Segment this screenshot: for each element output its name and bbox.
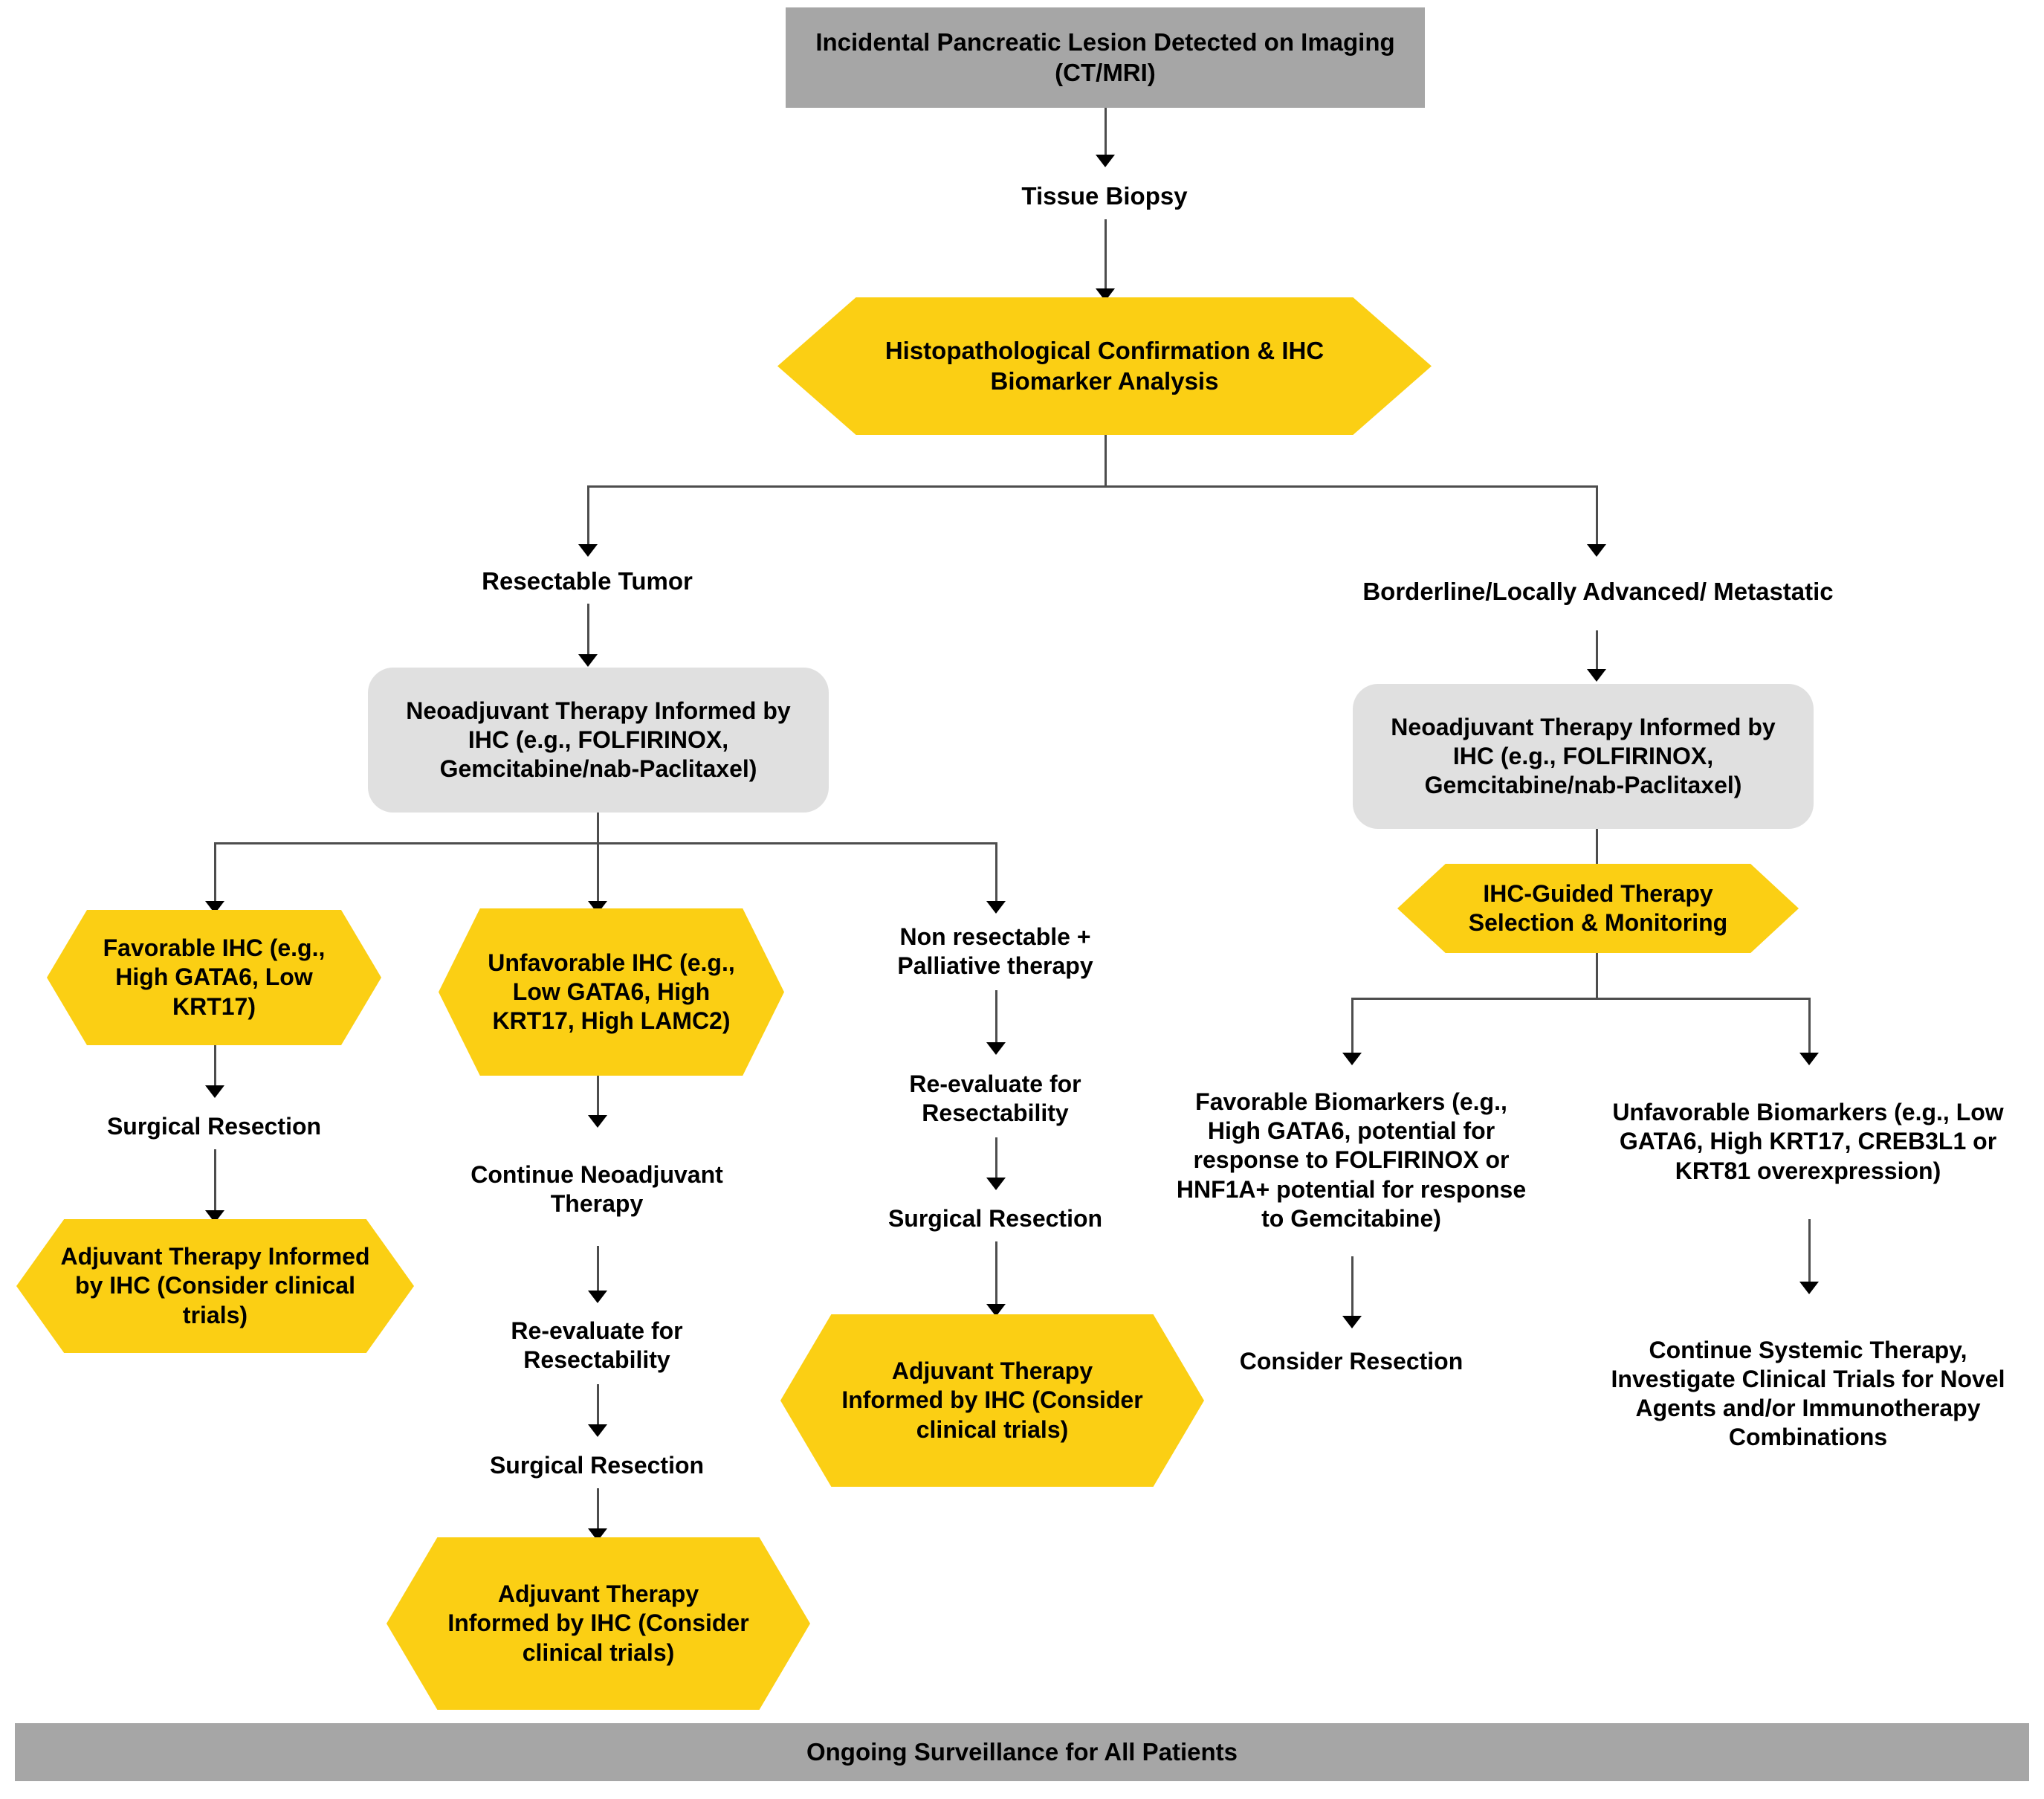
node-histopathological-label: Histopathological Confirmation & IHC Bio… [884,337,1325,395]
node-adjuvant-therapy-3: Adjuvant Therapy Informed by IHC (Consid… [780,1314,1204,1487]
node-ihc-guided-therapy: IHC-Guided Therapy Selection & Monitorin… [1397,864,1799,953]
node-neoadjuvant-left-label: Neoadjuvant Therapy Informed by IHC (e.g… [406,697,791,783]
node-reevaluate-2: Re-evaluate for Resectability [854,1063,1136,1134]
arrow-favorable-to-surgical1 [205,1085,224,1098]
connector-continue-to-reeval1 [597,1246,599,1296]
connector-unfavbio-to-continue-systemic [1808,1219,1811,1288]
connector-favorable-to-surgical1 [214,1045,216,1091]
node-surgical-resection-2: Surgical Resection [441,1448,753,1484]
arrow-nonresectable-to-reeval2 [986,1042,1006,1055]
connector-neoleft-branch-1 [214,842,216,905]
node-reevaluate-1: Re-evaluate for Resectability [456,1310,738,1381]
node-continue-neoadjuvant: Continue Neoadjuvant Therapy [463,1136,731,1243]
node-ongoing-surveillance-label: Ongoing Surveillance for All Patients [806,1737,1238,1766]
node-ongoing-surveillance: Ongoing Surveillance for All Patients [15,1723,2029,1781]
node-favorable-biomarkers: Favorable Biomarkers (e.g., High GATA6, … [1173,1068,1530,1253]
node-surgical-resection-3-label: Surgical Resection [887,1205,1103,1233]
connector-unfavorable-to-continue [597,1076,599,1122]
node-continue-systemic-therapy: Continue Systemic Therapy, Investigate C… [1587,1301,2029,1487]
connector-surgical2-to-adjuvant2 [597,1488,599,1534]
connector-ihcguided-down [1596,953,1598,999]
node-neoadjuvant-right-label: Neoadjuvant Therapy Informed by IHC (e.g… [1391,713,1776,799]
connector-ihcguided-branch-right [1808,998,1811,1057]
arrow-reeval2-to-surgical3 [986,1178,1006,1190]
node-surgical-resection-3: Surgical Resection [839,1201,1151,1237]
node-start-label: Incidental Pancreatic Lesion Detected on… [815,28,1395,86]
node-tissue-biopsy-label: Tissue Biopsy [1021,181,1188,210]
arrow-unfavbio-to-continue-systemic [1799,1282,1819,1294]
node-favorable-ihc: Favorable IHC (e.g., High GATA6, Low KRT… [47,910,381,1045]
node-unfavorable-biomarkers-label: Unfavorable Biomarkers (e.g., Low GATA6,… [1612,1099,2004,1184]
node-unfavorable-biomarkers: Unfavorable Biomarkers (e.g., Low GATA6,… [1594,1068,2022,1216]
node-surgical-resection-2-label: Surgical Resection [489,1452,705,1479]
connector-split-left [587,485,589,549]
node-continue-systemic-therapy-label: Continue Systemic Therapy, Investigate C… [1611,1336,2005,1451]
node-neoadjuvant-left: Neoadjuvant Therapy Informed by IHC (e.g… [368,668,829,813]
arrow-start-to-biopsy [1096,155,1115,167]
connector-neoleft-down [597,813,599,844]
connector-split-right [1596,485,1598,549]
arrow-borderline-to-neo [1587,669,1606,682]
node-reevaluate-1-label: Re-evaluate for Resectability [511,1317,683,1373]
arrow-ihcguided-branch-left [1342,1053,1362,1065]
node-non-resectable-label: Non resectable + Palliative therapy [897,923,1093,979]
arrow-favbio-to-consider [1342,1316,1362,1328]
arrow-continue-to-reeval1 [588,1291,607,1303]
node-unfavorable-ihc: Unfavorable IHC (e.g., Low GATA6, High K… [439,908,784,1076]
node-favorable-biomarkers-label: Favorable Biomarkers (e.g., High GATA6, … [1176,1088,1527,1232]
connector-histopath-down [1105,435,1107,487]
connector-neoleft-branch-3 [995,842,997,905]
connector-resectable-to-neo [587,604,589,659]
node-neoadjuvant-right: Neoadjuvant Therapy Informed by IHC (e.g… [1353,684,1814,829]
node-consider-resection: Consider Resection [1195,1344,1507,1380]
node-adjuvant-therapy-2-label: Adjuvant Therapy Informed by IHC (Consid… [447,1580,749,1666]
node-start: Incidental Pancreatic Lesion Detected on… [786,7,1425,108]
connector-neoright-to-ihcguided [1596,829,1598,870]
connector-neoleft-branch-2 [597,842,599,905]
node-adjuvant-therapy-1: Adjuvant Therapy Informed by IHC (Consid… [16,1219,414,1353]
connector-reeval1-to-surgical2 [597,1384,599,1430]
node-consider-resection-label: Consider Resection [1239,1348,1464,1375]
node-surgical-resection-1-label: Surgical Resection [106,1113,322,1140]
node-unfavorable-ihc-label: Unfavorable IHC (e.g., Low GATA6, High K… [488,949,735,1035]
node-tissue-biopsy: Tissue Biopsy [956,178,1253,214]
connector-surgical1-to-adjuvant1 [214,1149,216,1216]
connector-split-main [587,485,1598,488]
node-favorable-ihc-label: Favorable IHC (e.g., High GATA6, Low KRT… [103,934,326,1020]
arrow-ihcguided-branch-right [1799,1053,1819,1065]
node-histopathological: Histopathological Confirmation & IHC Bio… [777,297,1432,435]
arrow-unfavorable-to-continue [588,1115,607,1128]
node-adjuvant-therapy-1-label: Adjuvant Therapy Informed by IHC (Consid… [60,1243,370,1328]
node-continue-neoadjuvant-label: Continue Neoadjuvant Therapy [470,1160,723,1217]
connector-borderline-to-neo [1596,630,1598,676]
arrow-split-left [578,544,598,557]
node-adjuvant-therapy-2: Adjuvant Therapy Informed by IHC (Consid… [387,1537,810,1710]
node-resectable-tumor-label: Resectable Tumor [431,563,743,599]
connector-ihcguided-branch-left [1351,998,1353,1057]
arrow-neoleft-branch-3 [986,901,1006,914]
arrow-reeval1-to-surgical2 [588,1424,607,1437]
node-surgical-resection-1: Surgical Resection [58,1109,370,1145]
arrow-resectable-to-neo [578,654,598,667]
node-ihc-guided-therapy-label: IHC-Guided Therapy Selection & Monitorin… [1468,879,1728,936]
connector-neoleft-split-bar [214,842,997,844]
connector-nonresectable-to-reeval2 [995,990,997,1048]
node-resectable-tumor-text: Resectable Tumor [482,566,693,595]
connector-ihcguided-split-bar [1351,998,1811,1000]
arrow-split-right [1587,544,1606,557]
node-borderline-label: Borderline/Locally Advanced/ Metastatic [1353,556,1843,627]
connector-reeval2-to-surgical3 [995,1137,997,1183]
node-adjuvant-therapy-3-label: Adjuvant Therapy Informed by IHC (Consid… [841,1357,1143,1443]
node-reevaluate-2-label: Re-evaluate for Resectability [909,1070,1081,1126]
connector-surgical3-to-adjuvant3 [995,1241,997,1310]
arrow-surgical3-to-adjuvant3 [986,1304,1006,1317]
connector-biopsy-to-histopath [1105,219,1107,294]
connector-favbio-to-consider [1351,1256,1353,1322]
node-borderline-text: Borderline/Locally Advanced/ Metastatic [1362,577,1834,605]
connector-start-to-biopsy [1105,108,1107,160]
node-non-resectable: Non resectable + Palliative therapy [847,916,1144,987]
